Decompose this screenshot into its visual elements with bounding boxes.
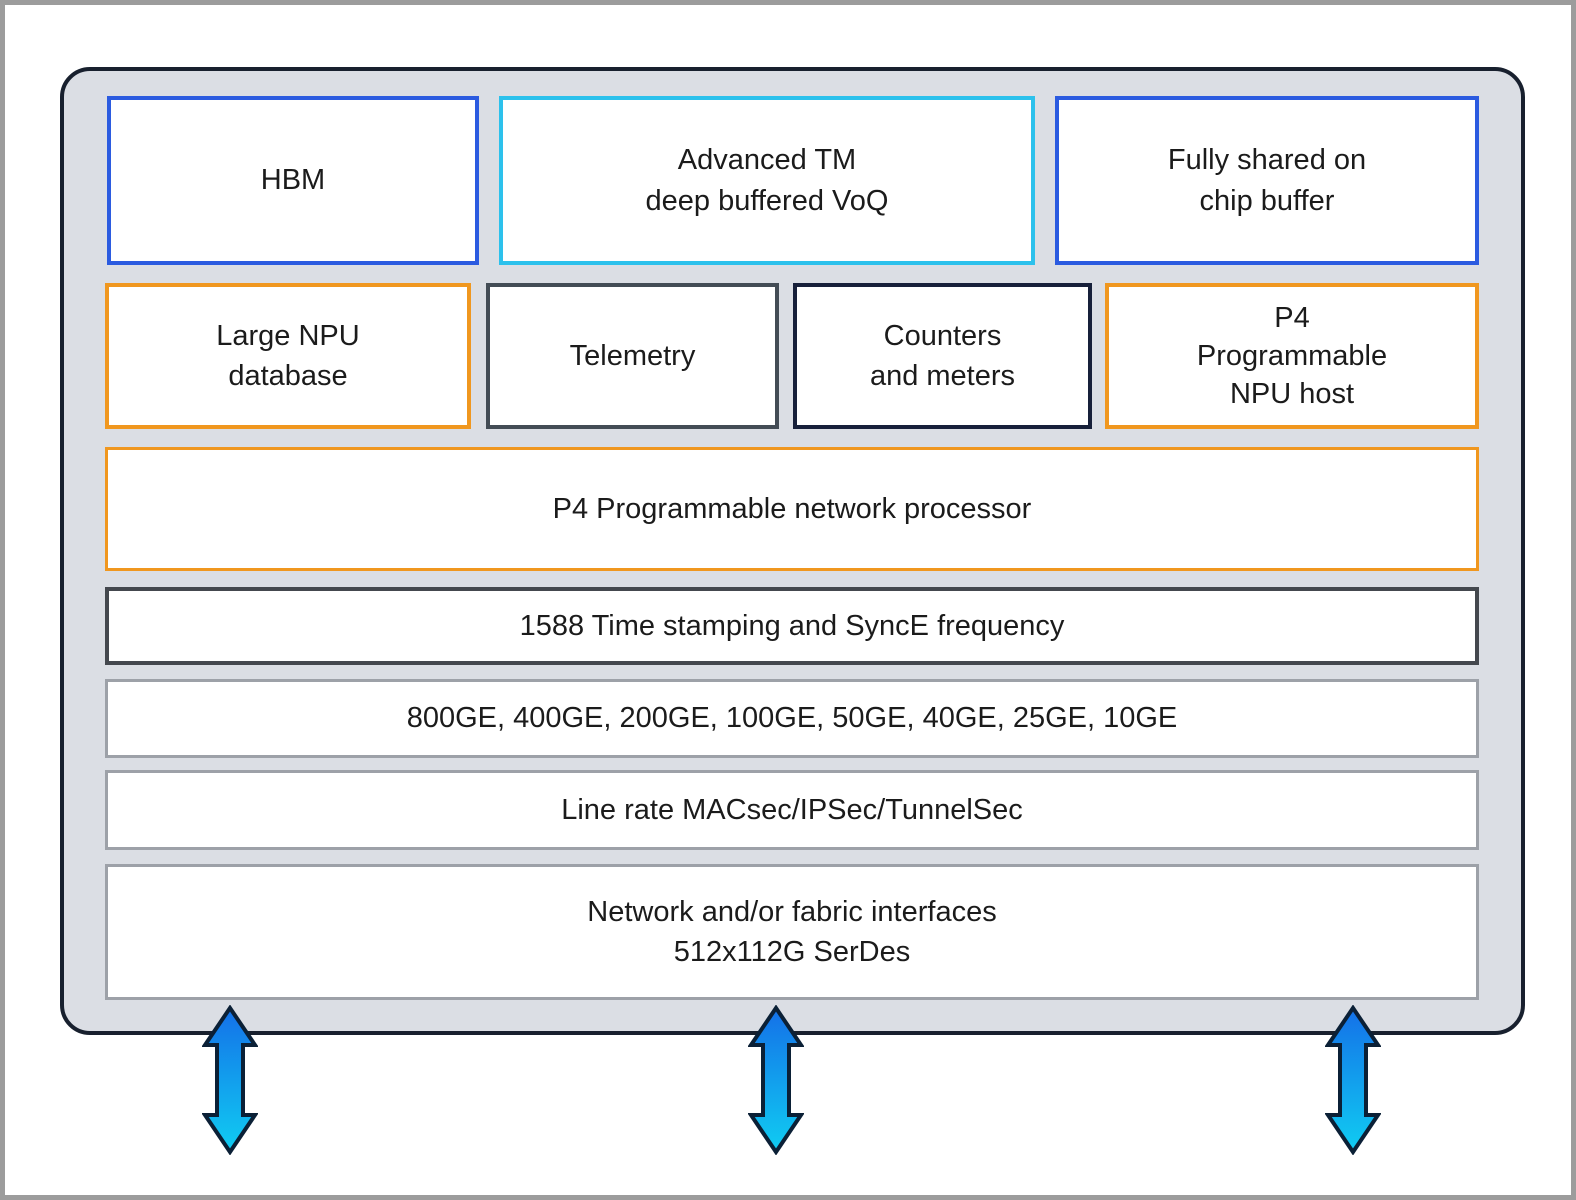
box-macsec: Line rate MACsec/IPSec/TunnelSec xyxy=(105,770,1479,850)
box-advanced-tm-label: Advanced TM deep buffered VoQ xyxy=(645,144,889,217)
box-telemetry: Telemetry xyxy=(486,283,779,429)
bidirectional-arrow-icon xyxy=(1325,1005,1381,1155)
box-network-fabric-interfaces-label: Network and/or fabric interfaces 512x112… xyxy=(587,895,997,968)
box-p4-network-processor-label: P4 Programmable network processor xyxy=(552,492,1032,525)
box-p4-network-processor: P4 Programmable network processor xyxy=(105,447,1479,571)
box-counters-meters: Counters and meters xyxy=(793,283,1092,429)
box-advanced-tm: Advanced TM deep buffered VoQ xyxy=(499,96,1035,265)
box-port-speeds: 800GE, 400GE, 200GE, 100GE, 50GE, 40GE, … xyxy=(105,679,1479,758)
box-shared-buffer: Fully shared on chip buffer xyxy=(1055,96,1479,265)
bidirectional-arrow-icon xyxy=(202,1005,258,1155)
box-1588-time-stamping: 1588 Time stamping and SyncE frequency xyxy=(105,587,1479,665)
box-network-fabric-interfaces: Network and/or fabric interfaces 512x112… xyxy=(105,864,1479,1000)
bidirectional-arrow-icon xyxy=(748,1005,804,1155)
box-port-speeds-label: 800GE, 400GE, 200GE, 100GE, 50GE, 40GE, … xyxy=(406,702,1178,735)
box-telemetry-label: Telemetry xyxy=(569,339,696,372)
box-counters-meters-label: Counters and meters xyxy=(869,319,1016,392)
box-npu-database: Large NPU database xyxy=(105,283,471,429)
box-hbm-label: HBM xyxy=(260,164,326,197)
box-p4-npu-host: P4 Programmable NPU host xyxy=(1105,283,1479,429)
box-p4-npu-host-label: P4 Programmable NPU host xyxy=(1196,301,1388,411)
box-macsec-label: Line rate MACsec/IPSec/TunnelSec xyxy=(561,793,1023,826)
box-1588-time-stamping-label: 1588 Time stamping and SyncE frequency xyxy=(519,609,1065,642)
box-shared-buffer-label: Fully shared on chip buffer xyxy=(1167,144,1367,217)
box-npu-database-label: Large NPU database xyxy=(216,319,360,392)
box-hbm: HBM xyxy=(107,96,479,265)
